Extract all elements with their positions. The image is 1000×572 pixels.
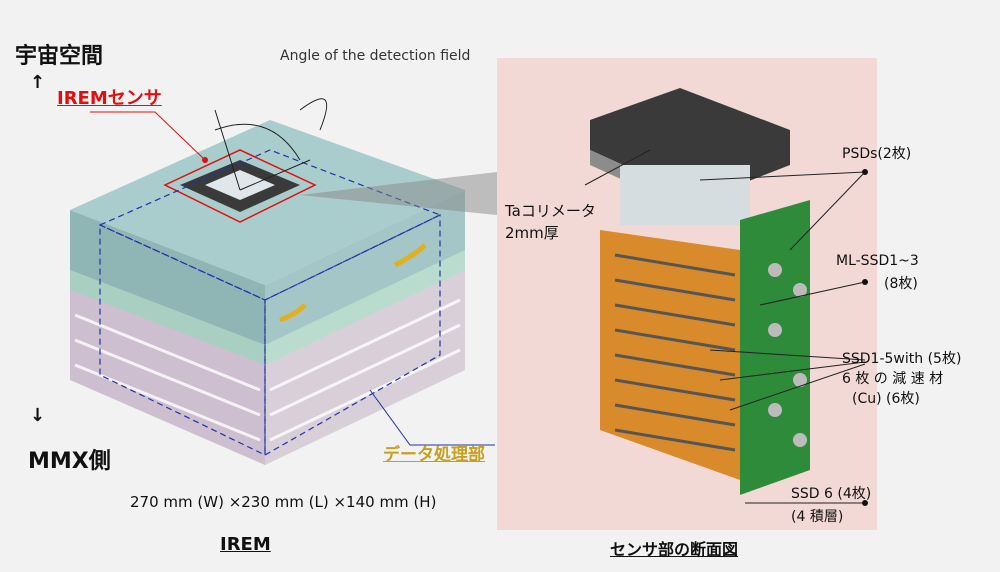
collimator-thickness: 2mm厚 bbox=[505, 224, 559, 242]
zoom-projection bbox=[300, 172, 497, 215]
copper-stack bbox=[600, 230, 740, 480]
ssd-label: SSD1-5with (5枚) bbox=[842, 351, 962, 367]
sensor-cross-section-illustration bbox=[584, 88, 868, 506]
cross-section-caption: センサ部の断面図 bbox=[610, 540, 739, 559]
irem-unit-illustration bbox=[70, 98, 497, 465]
ssd-cu: (Cu) (6枚) bbox=[852, 391, 920, 407]
box-left-face bbox=[70, 270, 265, 465]
box-right-face bbox=[265, 250, 465, 465]
ssd6-layers: (4 積層) bbox=[791, 509, 844, 525]
ssd-moderator: 6 枚 の 減 速 材 bbox=[842, 371, 944, 387]
mlssd-count: (8枚) bbox=[884, 276, 918, 292]
up-arrow-icon: ↑ bbox=[30, 72, 46, 93]
angle-label: Angle of the detection field bbox=[280, 48, 471, 64]
mlssd-label: ML-SSD1~3 bbox=[836, 253, 919, 269]
sensor-box-left bbox=[70, 210, 265, 345]
irem-sensor-label: IREMセンサ bbox=[57, 88, 162, 109]
psd-label: PSDs(2枚) bbox=[842, 146, 912, 162]
sensor-box-right bbox=[265, 190, 465, 345]
down-arrow-icon: ↓ bbox=[30, 405, 46, 426]
processing-unit-label: データ処理部 bbox=[383, 445, 485, 465]
ssd6-label: SSD 6 (4枚) bbox=[791, 486, 872, 502]
sensor-box-top bbox=[70, 120, 465, 285]
collimator-label: Taコリメータ bbox=[505, 202, 596, 220]
sensor-highlight-box bbox=[163, 149, 317, 223]
irem-caption: IREM bbox=[220, 534, 271, 555]
dimensions-text: 270 mm (W) ×230 mm (L) ×140 mm (H) bbox=[130, 493, 437, 511]
space-label: 宇宙空間 bbox=[15, 44, 104, 69]
mmx-label: MMX側 bbox=[28, 449, 111, 474]
pcb-board bbox=[740, 200, 810, 495]
